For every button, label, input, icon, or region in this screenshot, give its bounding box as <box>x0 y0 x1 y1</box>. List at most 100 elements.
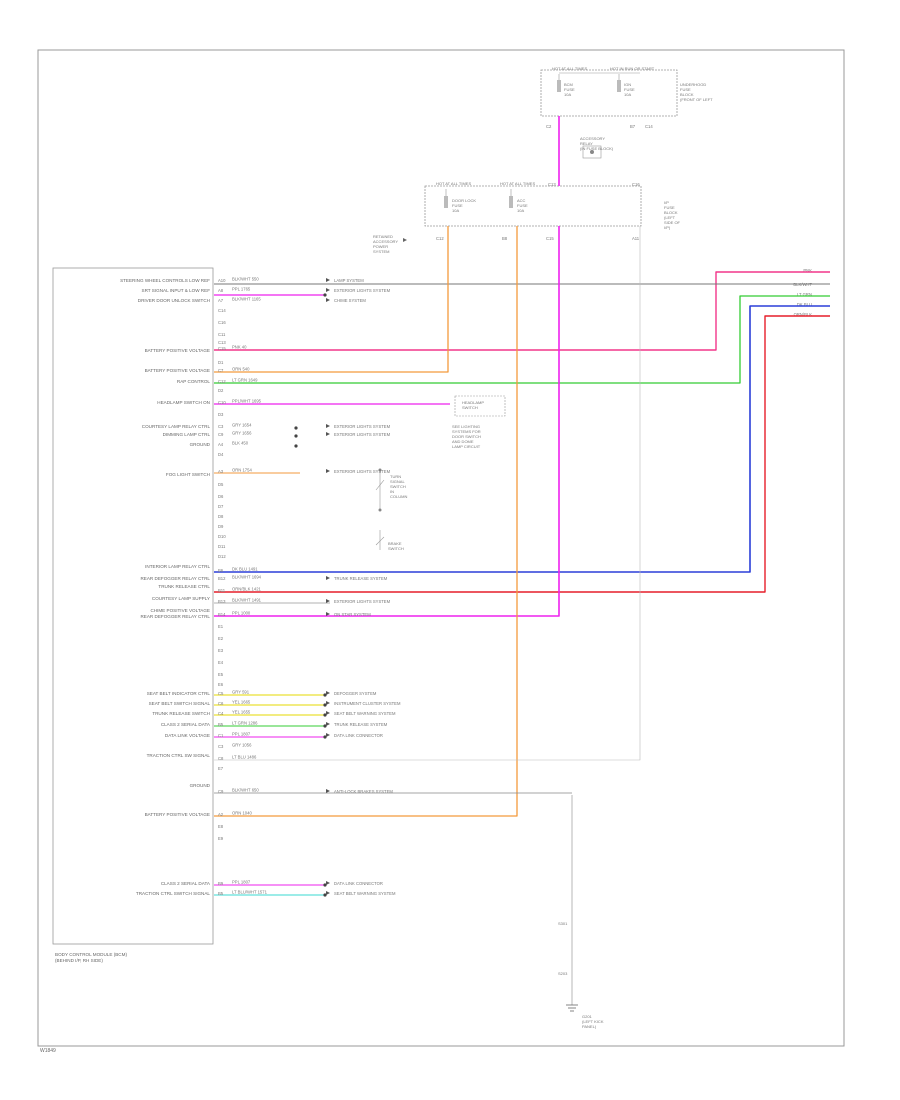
destination-arrow <box>326 722 330 726</box>
wire-code: YEL 1655 <box>232 710 251 715</box>
lighting-note-line: SEE LIGHTING <box>452 424 480 429</box>
destination-label: EXTERIOR LIGHTS SYSTEM <box>334 469 391 474</box>
destination-label: CHIME SYSTEM <box>334 298 366 303</box>
top-pin-label: C14 <box>645 124 653 129</box>
ground-label: (LEFT KICK <box>582 1019 604 1024</box>
relay-label: RELAY <box>580 141 593 146</box>
turn-switch-label: TURN <box>390 474 401 479</box>
destination-label: ANTI-LOCK BRAKES SYSTEM <box>334 789 393 794</box>
wire-code: BLK 450 <box>232 441 249 446</box>
top-pin-label: C15 <box>546 236 554 241</box>
top-fuse-box-label: FUSE <box>680 87 691 92</box>
signal-label: TRACTION CTRL SW SIGNAL <box>147 753 211 758</box>
top-pin-label: C13 <box>548 182 556 187</box>
top-right-fuse-label: 10A <box>624 92 631 97</box>
destination-arrow <box>326 881 330 885</box>
pin-id: B5 <box>218 891 224 896</box>
wire-code: BLK/WHT 1165 <box>232 297 261 302</box>
empty-pin-id: E6 <box>218 682 224 687</box>
empty-pin-id: D5 <box>218 482 224 487</box>
turn-signal-switch: TURN SIGNAL SWITCH IN COLUMN BRAKE SWITC… <box>375 468 407 551</box>
destination-label: EXTERIOR LIGHTS SYSTEM <box>334 599 391 604</box>
pin-id: C3 <box>218 744 224 749</box>
destination-arrow <box>326 288 330 292</box>
destination-arrow <box>326 612 330 616</box>
wire-code: GRY 1654 <box>232 423 252 428</box>
retained-label: SYSTEM <box>373 249 389 254</box>
empty-pin-id: E4 <box>218 660 224 665</box>
signal-label: CLASS 2 SERIAL DATA <box>161 722 211 727</box>
empty-pin-id: D1 <box>218 360 224 365</box>
destination-arrow <box>326 424 330 428</box>
outer-frame <box>37 49 845 1047</box>
pin-id: C16 <box>218 320 226 325</box>
pin-id: A10 <box>218 278 226 283</box>
destination-label: EXTERIOR LIGHTS SYSTEM <box>334 424 391 429</box>
pin-id: A3 <box>218 469 224 474</box>
signal-label: BATTERY POSITIVE VOLTAGE <box>145 348 210 353</box>
signal-label: SEAT BELT SWITCH SIGNAL <box>149 701 211 706</box>
destination-label: DATA LINK CONNECTOR <box>334 733 383 738</box>
top-fuse-1-label: HOT AT ALL TIMES <box>552 66 587 71</box>
junction-dot <box>294 444 298 448</box>
destination-arrow <box>326 789 330 793</box>
empty-pin-id: D4 <box>218 452 224 457</box>
pin-id: B5 <box>218 722 224 727</box>
empty-pin-id: C11 <box>218 332 226 337</box>
destination-label: EXTERIOR LIGHTS SYSTEM <box>334 288 391 293</box>
module-box <box>52 267 214 945</box>
pin-id: C12 <box>218 379 226 384</box>
junction-dot <box>294 426 298 430</box>
signal-label: COURTESY LAMP RELAY CTRL <box>142 424 211 429</box>
junction-dot <box>323 735 327 739</box>
pin-id: C10 <box>218 400 226 405</box>
bus-label-pink: PNK <box>803 268 812 273</box>
signal-label: TRACTION CTRL SWITCH SIGNAL <box>136 891 211 896</box>
empty-pin-id: E3 <box>218 648 224 653</box>
signal-label: COURTESY LAMP SUPPLY <box>152 596 210 601</box>
pin-id: C14 <box>218 308 226 313</box>
wire-code: ORN/BLK 1421 <box>232 587 262 592</box>
wire-code: PPL 1807 <box>232 732 251 737</box>
top-fuse-block: HOT AT ALL TIMES HOT IN RUN OR START BCM… <box>540 66 713 117</box>
turn-switch-label: COLUMN <box>390 494 407 499</box>
mid-fuse-1-label: HOT AT ALL TIMES <box>436 181 471 186</box>
mid-fuse-block: HOT AT ALL TIMES HOT AT ALL TIMES DOOR L… <box>424 181 681 230</box>
pin-id: C4 <box>218 711 224 716</box>
pin-id: B11 <box>218 588 226 593</box>
signal-label: DRIVER DOOR UNLOCK SWITCH <box>138 298 210 303</box>
destination-arrow <box>326 469 330 473</box>
junction-dot <box>323 693 327 697</box>
lighting-note: SEE LIGHTING SYSTEMS FOR DOOR SWITCH AND… <box>452 424 481 449</box>
destination-label: TRUNK RELEASE SYSTEM <box>334 576 388 581</box>
wire-code: BLK/WHT 1694 <box>232 575 262 580</box>
ground-label: G201 <box>582 1014 593 1019</box>
destination-arrow <box>326 733 330 737</box>
mid-fuse-side-label: SIDE OF <box>664 220 681 225</box>
wire-code: GRY 591 <box>232 690 250 695</box>
signal-label: INTERIOR LAMP RELAY CTRL <box>145 564 210 569</box>
wire-code: ORN 540 <box>232 367 250 372</box>
destination-arrow <box>326 576 330 580</box>
signal-label: SRT SIGNAL INPUT & LOW REF <box>142 288 211 293</box>
signal-label: BATTERY POSITIVE VOLTAGE <box>145 368 210 373</box>
top-fuse-box-label: UNDERHOOD <box>680 82 706 87</box>
destination-arrow <box>326 432 330 436</box>
wire-code: PPL 1000 <box>232 611 251 616</box>
destination-arrow <box>326 278 330 282</box>
wire-code: PNK 40 <box>232 345 247 350</box>
empty-pin-id: D6 <box>218 494 224 499</box>
empty-pin-id: D11 <box>218 544 226 549</box>
bus-label-green: LT GRN <box>797 292 812 297</box>
junction-dot <box>323 713 327 717</box>
top-pin-label: C16 <box>632 182 640 187</box>
signal-label: SEAT BELT INDICATOR CTRL <box>147 691 211 696</box>
mid-right-fuse-label: ACC <box>517 198 526 203</box>
pin-id: B13 <box>218 599 226 604</box>
wire-magenta-main <box>214 226 560 617</box>
bus-labels: PNK BLK/WHT LT GRN DK BLU ORN/BLK <box>793 268 812 317</box>
pin-id: C6 <box>218 701 224 706</box>
turn-switch-label: IN <box>390 489 394 494</box>
top-left-fuse-label: FUSE <box>564 87 575 92</box>
